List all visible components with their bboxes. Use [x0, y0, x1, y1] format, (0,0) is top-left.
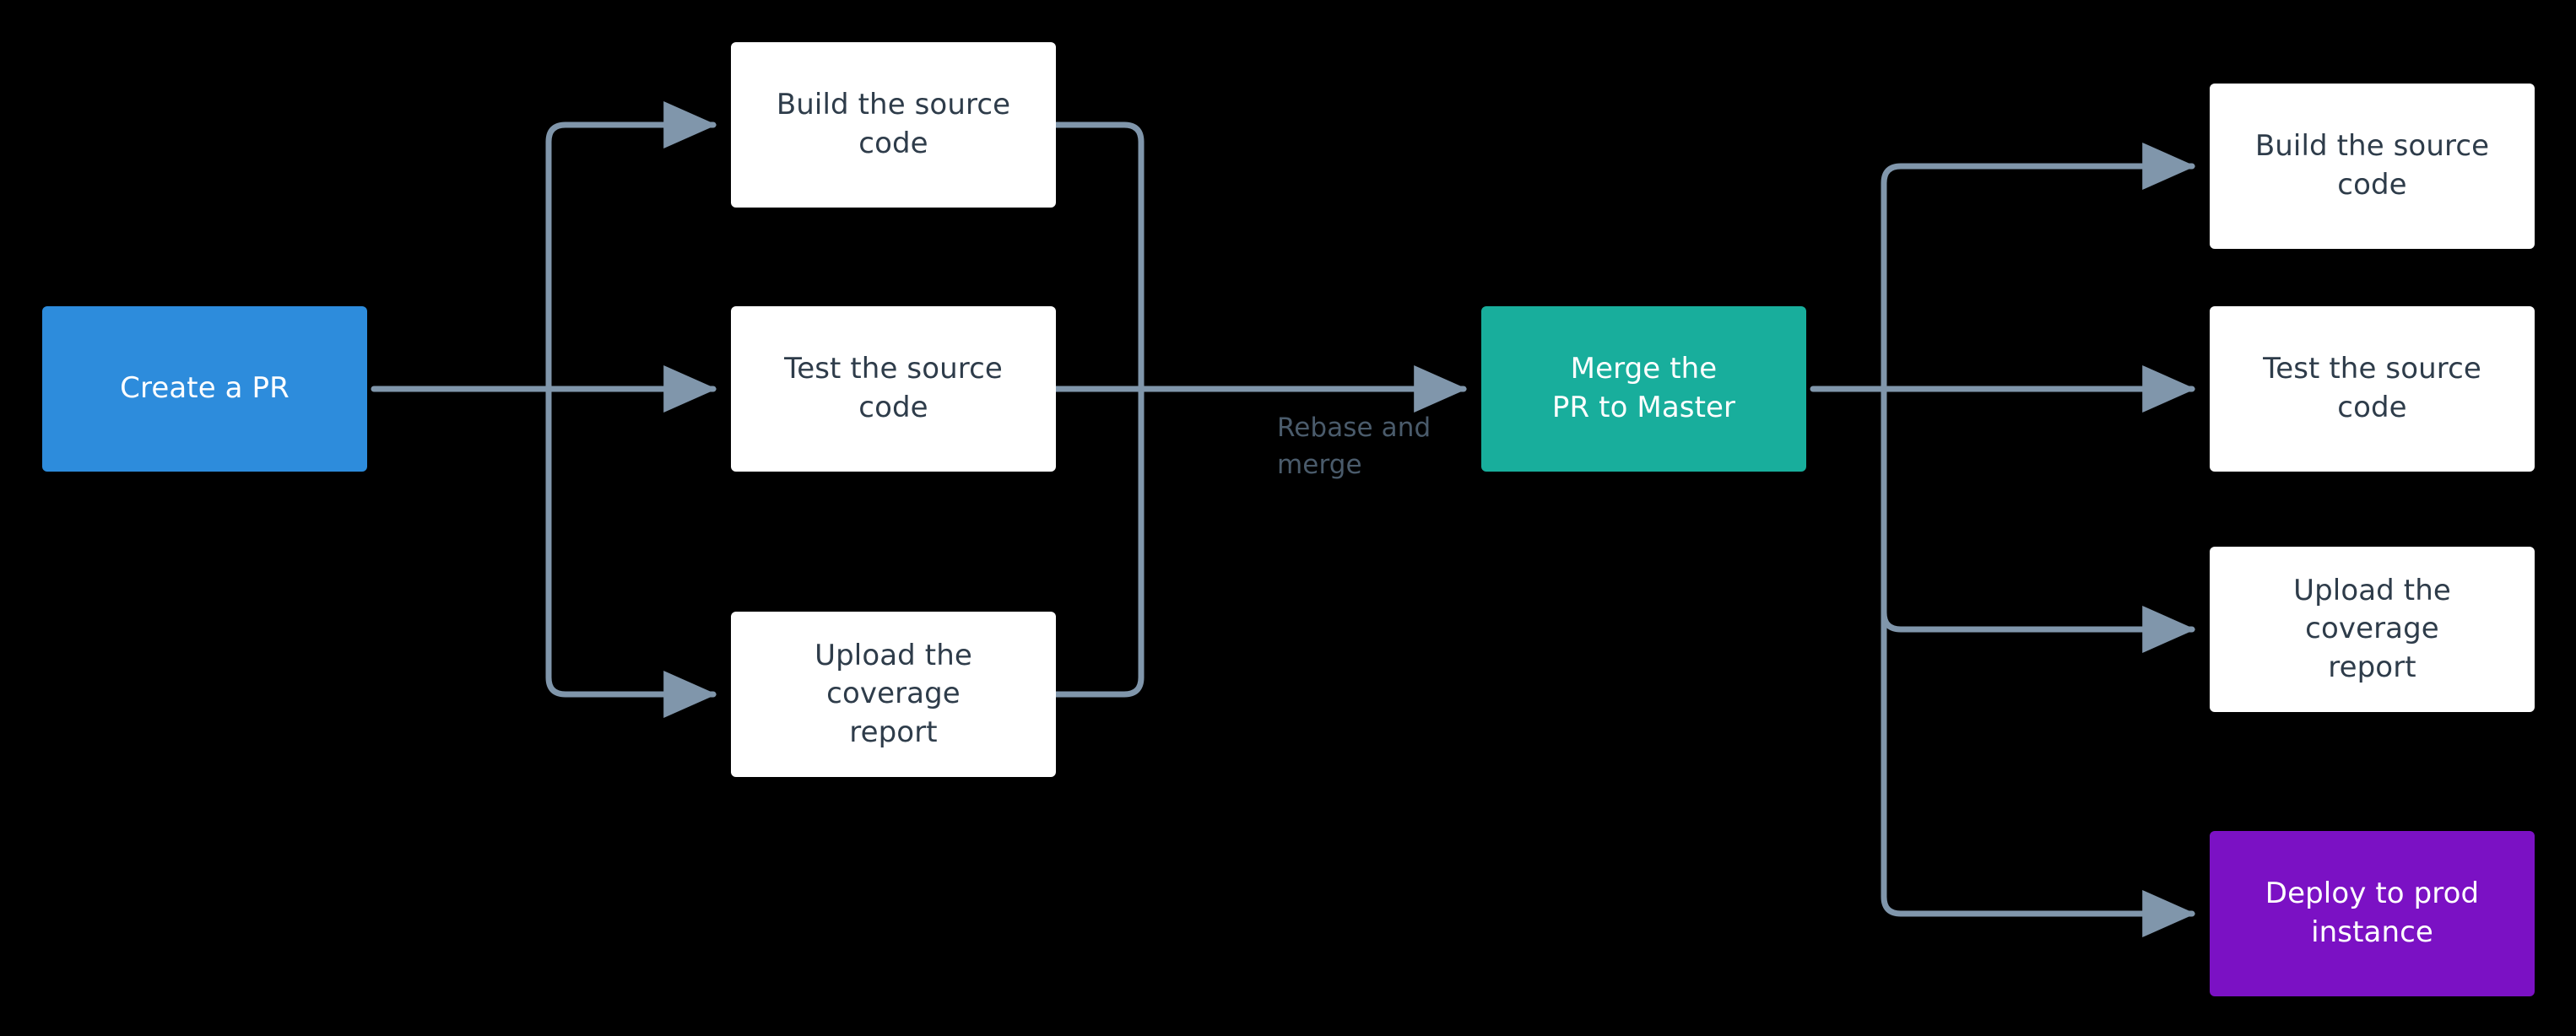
node-create-pr[interactable]: Create a PR [42, 306, 367, 472]
node-deploy-to-prod-instance[interactable]: Deploy to prod instance [2210, 831, 2535, 996]
edge-fanout-to-upload-master [1881, 386, 2196, 653]
edge-fanout-to-build-master [1881, 143, 2196, 392]
node-build-the-source-code-pr[interactable]: Build the source code [731, 42, 1056, 208]
edge-fanout-to-deploy-prod [1881, 386, 2196, 937]
node-test-the-source-code-master[interactable]: Test the source code [2210, 306, 2535, 472]
node-build-the-source-code-master[interactable]: Build the source code [2210, 84, 2535, 249]
node-merge-the-pr-to-master[interactable]: Merge the PR to Master [1481, 306, 1806, 472]
edge-label-rebase-and-merge: Rebase and merge [1277, 413, 1431, 481]
edge-upload-pr-to-merge [1053, 386, 1145, 698]
node-upload-the-coverage-report-pr[interactable]: Upload the coverage report [731, 612, 1056, 777]
node-test-the-source-code-pr[interactable]: Test the source code [731, 306, 1056, 472]
edge-fanout-to-upload-pr [545, 386, 717, 718]
edge-build-pr-to-merge [1053, 121, 1145, 392]
edge-fanout-to-build-pr [545, 101, 717, 392]
node-upload-the-coverage-report-master[interactable]: Upload the coverage report [2210, 547, 2535, 712]
